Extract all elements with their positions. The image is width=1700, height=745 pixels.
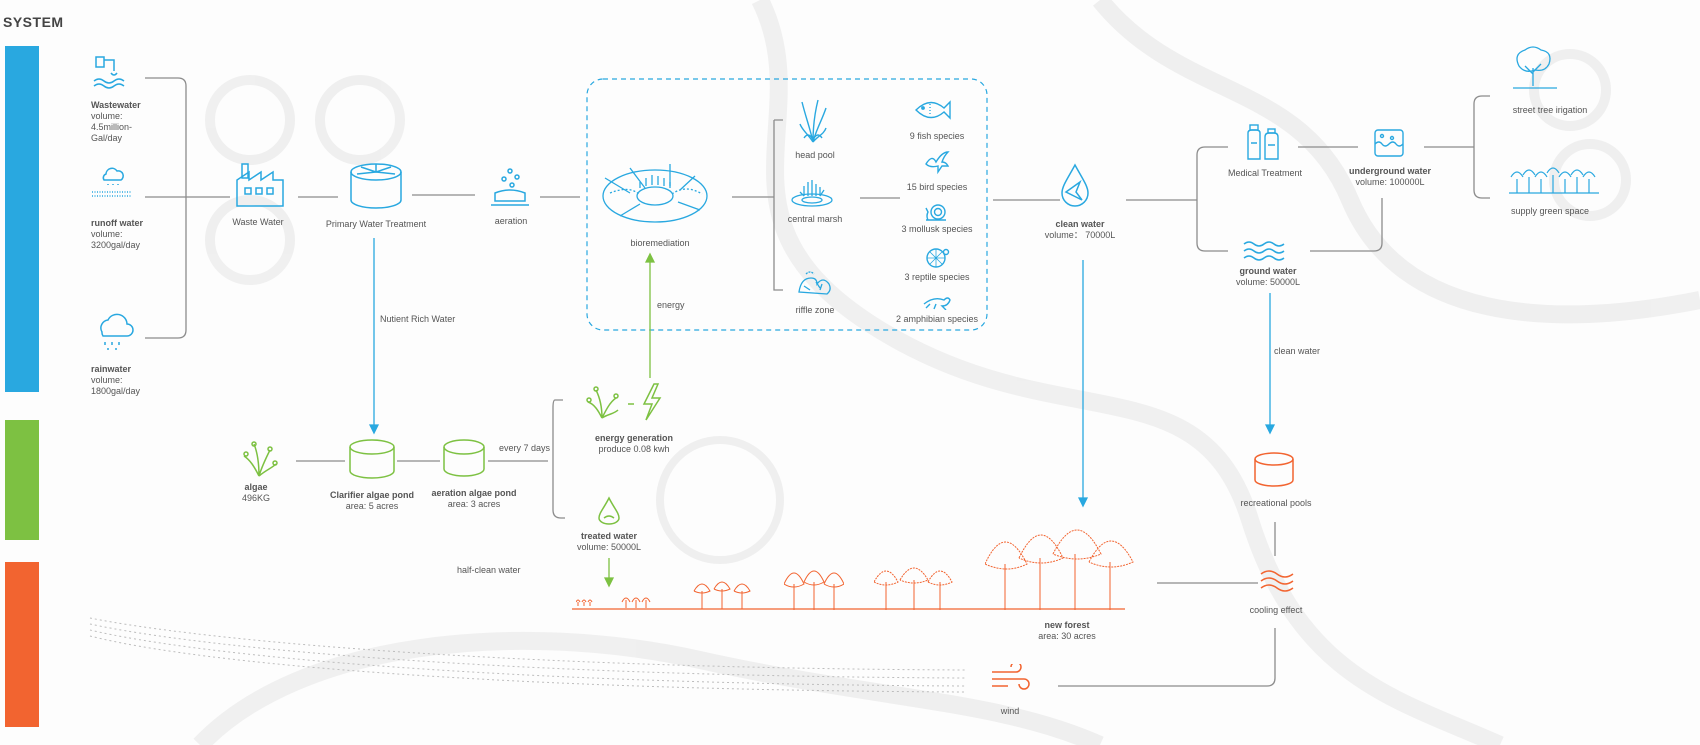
blue-arrows — [368, 238, 1276, 508]
cooling-effect-label: cooling effect — [1249, 605, 1303, 615]
recreational-pool-icon — [1254, 452, 1294, 487]
water-system-bar — [5, 46, 39, 392]
bioremediation-zone-box — [586, 78, 988, 331]
head-pool-label: head pool — [795, 150, 835, 160]
every-7-days-label: every 7 days — [499, 443, 551, 453]
factory-icon — [236, 163, 284, 207]
water-drop-icon — [1061, 163, 1089, 207]
mollusk-species-label: 3 mollusk species — [901, 224, 973, 234]
bird-species-label: 15 bird species — [906, 182, 968, 192]
frog-icon — [923, 297, 951, 310]
growing-trees-icon — [874, 567, 953, 610]
amphibian-species-label: 2 amphibian species — [895, 314, 979, 324]
street-tree-label: street tree irigation — [1512, 105, 1588, 115]
background-swirls — [193, 0, 1700, 745]
treated-water-drop-icon — [598, 496, 620, 525]
medium-trees-icon — [784, 570, 844, 610]
riffle-rocks-icon — [798, 271, 831, 295]
wastewater-icon — [93, 56, 125, 89]
fish-species-label: 9 fish species — [909, 131, 965, 141]
page-title: SYSTEM — [3, 14, 64, 30]
recreational-pools-label: recreational pools — [1240, 498, 1312, 508]
clarifier-pond-icon — [349, 439, 395, 479]
energy-label: energy — [657, 300, 685, 310]
medical-treatment-label: Medical Treatment — [1227, 168, 1303, 178]
ecology-system-bar — [5, 562, 39, 727]
green-arrows — [603, 252, 656, 588]
snail-icon — [925, 204, 946, 221]
cooling-effect-icon — [1260, 570, 1294, 592]
head-pool-plant-icon — [799, 99, 827, 143]
street-tree-icon — [1513, 46, 1557, 89]
energy-generation-icon — [586, 383, 662, 421]
bioremediation-wetland-icon — [602, 164, 708, 223]
wind-label: wind — [1000, 706, 1020, 716]
central-marsh-label: central marsh — [787, 214, 843, 224]
underground-tank-icon — [1374, 129, 1404, 157]
clean-water-arrow-label: clean water — [1274, 346, 1321, 356]
wind-icon — [992, 664, 1030, 690]
nutrient-water-label: Nutient Rich Water — [380, 314, 456, 324]
algae-plant-icon — [243, 441, 278, 477]
bird-icon — [925, 151, 950, 175]
medicine-bottles-icon — [1247, 124, 1279, 160]
ground-water-waves-icon — [1243, 241, 1285, 261]
central-marsh-icon — [791, 180, 833, 207]
mature-forest-icon — [985, 529, 1134, 610]
green-space-trees-icon — [1509, 167, 1599, 194]
aeration-pond-icon — [443, 439, 485, 477]
young-trees-icon — [693, 581, 751, 609]
half-clean-water-label: half-clean water — [457, 565, 521, 575]
bioremediation-label: bioremediation — [630, 238, 690, 248]
runoff-icon — [92, 167, 132, 197]
primary-treatment-label: Primary Water Treatment — [325, 219, 427, 229]
reptile-species-label: 3 reptile species — [904, 272, 970, 282]
treatment-tank-icon — [350, 163, 402, 209]
aeration-icon — [491, 168, 529, 206]
aeration-label: aeration — [494, 216, 528, 226]
riffle-zone-label: riffle zone — [795, 305, 835, 315]
turtle-icon — [926, 248, 950, 268]
small-seedlings-icon — [576, 597, 651, 608]
algae-system-bar — [5, 420, 39, 540]
supply-green-label: supply green space — [1510, 206, 1590, 216]
wind-trails — [89, 617, 966, 693]
fish-icon — [915, 100, 951, 120]
connector-lines — [145, 77, 1490, 687]
waste-water-label: Waste Water — [232, 217, 284, 227]
rain-cloud-icon — [100, 313, 134, 350]
